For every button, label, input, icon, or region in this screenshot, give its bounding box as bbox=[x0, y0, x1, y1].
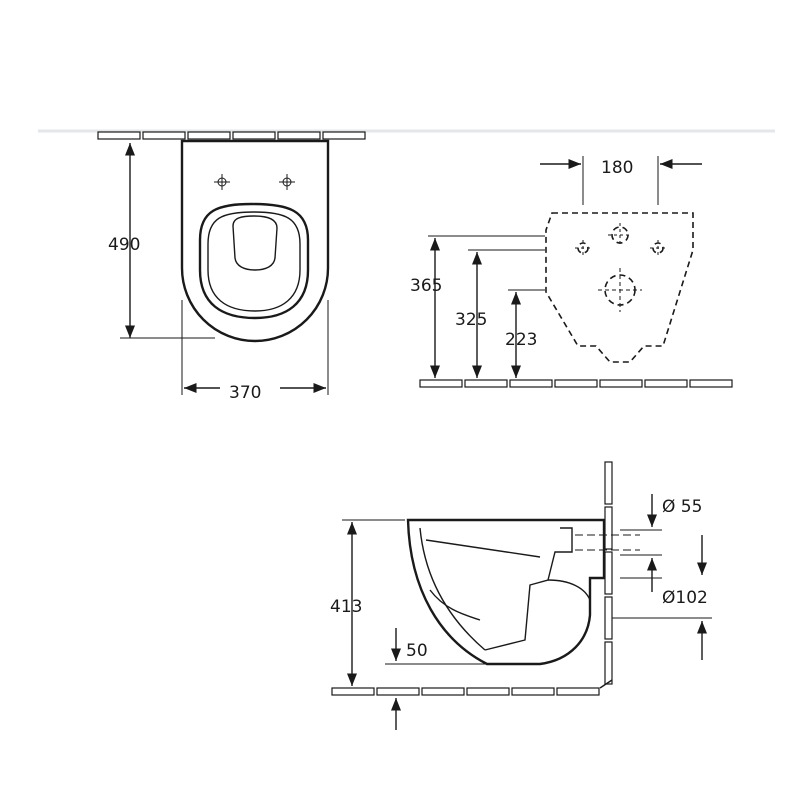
dim-490-label: 490 bbox=[108, 235, 140, 255]
side-floor-tiles bbox=[331, 679, 613, 696]
seat-ring bbox=[198, 202, 310, 320]
dim-365-label: 365 bbox=[410, 276, 442, 296]
dim-180-label: 180 bbox=[601, 158, 633, 178]
rear-mark-upper bbox=[608, 223, 632, 247]
bowl-profile-trap bbox=[547, 579, 591, 601]
bowl-profile-siphon bbox=[484, 527, 573, 651]
dim-55-label: Ø 55 bbox=[662, 497, 702, 517]
rear-mark-outlet bbox=[598, 268, 642, 312]
bowl-profile-lower bbox=[429, 589, 481, 621]
rear-mark-right bbox=[650, 240, 666, 256]
bowl-outline-top bbox=[180, 139, 330, 343]
dim-50-label: 50 bbox=[406, 641, 428, 661]
bowl-profile-inner bbox=[419, 527, 486, 651]
rear-floor-tiles bbox=[419, 379, 733, 388]
dim-102-label: Ø102 bbox=[662, 588, 708, 608]
fixing-mark-right bbox=[279, 174, 295, 190]
seat-inner bbox=[207, 211, 301, 312]
side-view: Ø 55 Ø102 413 50 bbox=[330, 461, 712, 730]
fixing-mark-left bbox=[214, 174, 230, 190]
bowl-profile-outer bbox=[406, 518, 606, 666]
side-wall-tiles bbox=[604, 461, 613, 685]
top-view: 490 370 bbox=[97, 131, 366, 403]
dim-370-label: 370 bbox=[229, 383, 261, 403]
bowl-opening bbox=[232, 215, 278, 271]
bowl-profile-surface bbox=[425, 539, 541, 558]
rear-outline bbox=[545, 212, 694, 363]
dim-413-label: 413 bbox=[330, 597, 362, 617]
dim-223-label: 223 bbox=[505, 330, 537, 350]
top-wall-tiles bbox=[97, 131, 366, 140]
rear-mark-left bbox=[575, 240, 591, 256]
dim-325-label: 325 bbox=[455, 310, 487, 330]
rear-view: 180 365 325 223 bbox=[410, 156, 733, 388]
